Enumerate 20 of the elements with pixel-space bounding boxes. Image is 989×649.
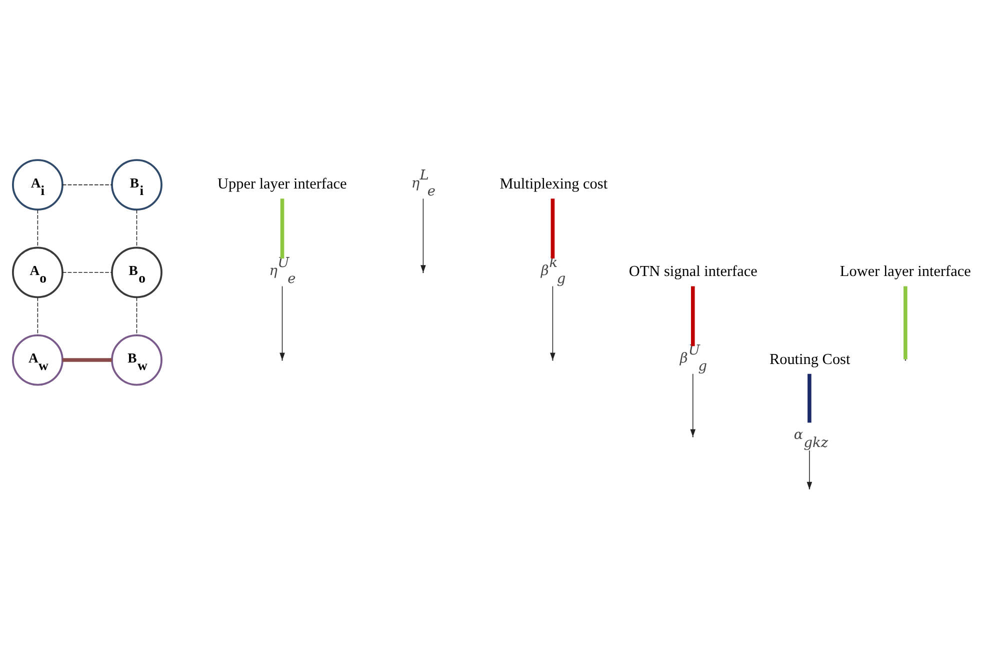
connector bbox=[807, 374, 811, 423]
node-text: Lower layer interface bbox=[839, 263, 970, 280]
connector bbox=[62, 358, 112, 362]
connector bbox=[36, 297, 38, 336]
node-text: Upper layer interface bbox=[216, 176, 346, 193]
connector bbox=[903, 286, 907, 360]
arrow bbox=[550, 286, 555, 360]
connector bbox=[36, 209, 38, 248]
connector bbox=[62, 184, 112, 186]
connector bbox=[280, 198, 284, 258]
connector bbox=[62, 272, 112, 273]
node-text: Multiplexing cost bbox=[499, 176, 608, 193]
node-text: Routing Cost bbox=[768, 350, 850, 368]
arrow bbox=[420, 198, 426, 273]
arrow bbox=[279, 286, 284, 360]
connector bbox=[690, 286, 694, 346]
connector bbox=[550, 198, 554, 258]
connector bbox=[136, 297, 137, 336]
connector bbox=[136, 209, 137, 248]
node-text: OTN signal interface bbox=[628, 263, 757, 280]
